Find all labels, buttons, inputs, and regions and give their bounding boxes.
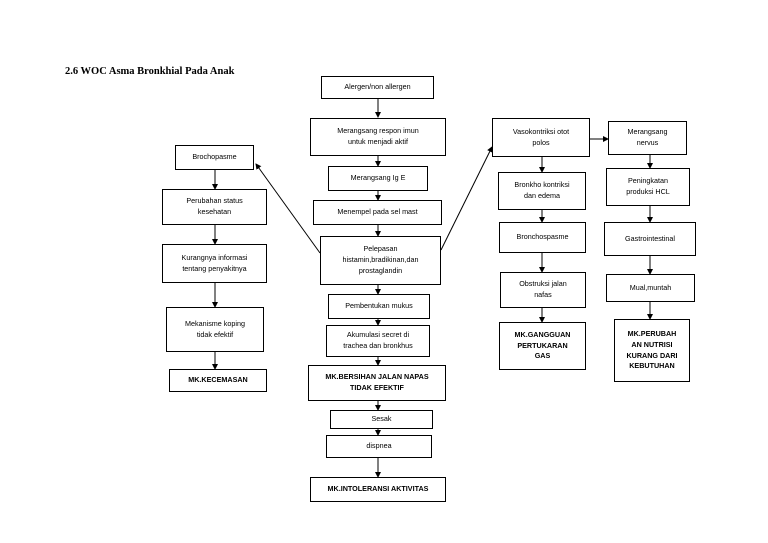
- node-mk-perubahan: MK.PERUBAH AN NUTRISI KURANG DARI KEBUTU…: [614, 319, 690, 382]
- node-obstruksi: Obstruksi jalan nafas: [500, 272, 586, 308]
- node-mk-kecemasan: MK.KECEMASAN: [169, 369, 267, 392]
- node-merangsang-respon: Merangsang respon imun untuk menjadi akt…: [310, 118, 446, 156]
- arrow: [440, 146, 493, 251]
- node-merangsang-ige: Merangsang Ig E: [328, 166, 428, 191]
- node-mk-intoleransi: MK.INTOLERANSI AKTIVITAS: [310, 477, 446, 502]
- node-merangsang-nervus: Merangsang nervus: [608, 121, 687, 155]
- node-mual: Mual,muntah: [606, 274, 695, 302]
- node-bronkho-kontriksi: Bronkho kontriksi dan edema: [498, 172, 586, 210]
- node-dispnea: dispnea: [326, 435, 432, 458]
- node-kurangnya: Kurangnya informasi tentang penyakitnya: [162, 244, 267, 283]
- node-pelepasan: Pelepasan histamin,bradikinan,dan prosta…: [320, 236, 441, 285]
- node-gastrointestinal: Gastrointestinal: [604, 222, 696, 256]
- node-mekanisme: Mekanisme koping tidak efektif: [166, 307, 264, 352]
- node-vasokontriksi: Vasokontriksi otot polos: [492, 118, 590, 157]
- diagram-title: 2.6 WOC Asma Bronkhial Pada Anak: [65, 66, 235, 77]
- node-pembentukan: Pembentukan mukus: [328, 294, 430, 319]
- node-sesak: Sesak: [330, 410, 433, 429]
- node-perubahan: Perubahan status kesehatan: [162, 189, 267, 225]
- node-alergen: Alergen/non allergen: [321, 76, 434, 99]
- node-menempel: Menempel pada sel mast: [313, 200, 442, 225]
- node-mk-gangguan: MK.GANGGUAN PERTUKARAN GAS: [499, 322, 586, 370]
- node-brochopasme: Brochopasme: [175, 145, 254, 170]
- node-bronchospasme: Bronchospasme: [499, 222, 586, 253]
- node-akumulasi: Akumulasi secret di trachea dan bronkhus: [326, 325, 430, 357]
- node-mk-bersihan: MK.BERSIHAN JALAN NAPAS TIDAK EFEKTIF: [308, 365, 446, 401]
- arrow: [255, 163, 321, 254]
- node-peningkatan: Peningkatan produksi HCL: [606, 168, 690, 206]
